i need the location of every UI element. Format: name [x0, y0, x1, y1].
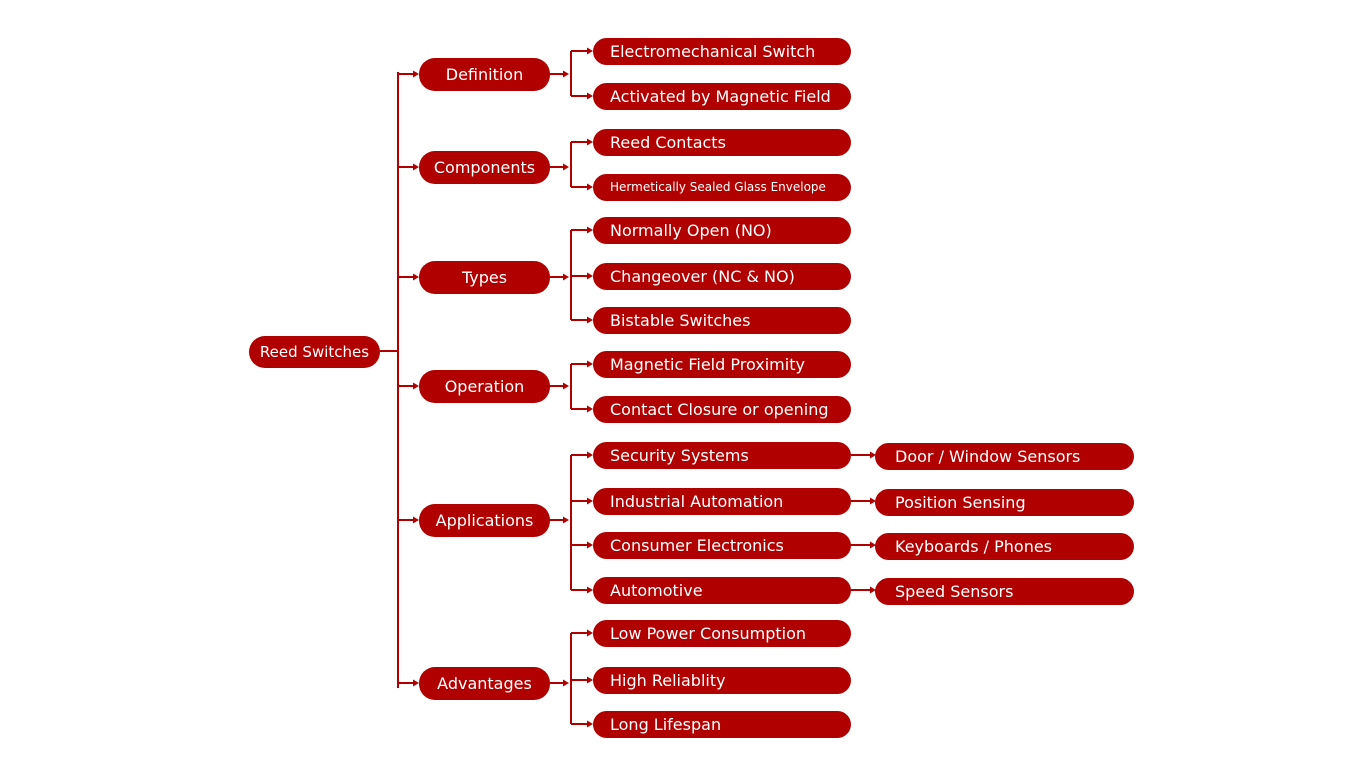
leaf-node[interactable]: Low Power Consumption	[593, 619, 851, 647]
arrowhead-icon	[587, 720, 593, 728]
sub-leaf-node[interactable]: Speed Sensors	[875, 577, 1134, 605]
category-operation[interactable]: Operation	[419, 369, 550, 403]
arrowhead-icon	[413, 273, 419, 281]
leaf-node[interactable]: Automotive	[593, 576, 851, 604]
arrowhead-icon	[587, 497, 593, 505]
category-definition[interactable]: Definition	[419, 57, 550, 91]
arrowhead-icon	[587, 92, 593, 100]
arrowhead-icon	[587, 272, 593, 280]
arrowhead-icon	[870, 586, 876, 594]
category-advantages[interactable]: Advantages	[419, 666, 550, 700]
arrowhead-icon	[563, 679, 569, 687]
leaf-node[interactable]: Industrial Automation	[593, 487, 851, 515]
arrowhead-icon	[563, 382, 569, 390]
arrowhead-icon	[587, 226, 593, 234]
leaf-node[interactable]: Security Systems	[593, 441, 851, 469]
leaf-node[interactable]: Consumer Electronics	[593, 531, 851, 559]
arrowhead-icon	[587, 676, 593, 684]
arrowhead-icon	[587, 629, 593, 637]
arrowhead-icon	[587, 541, 593, 549]
root-node[interactable]: Reed Switches	[249, 336, 380, 368]
leaf-node[interactable]: Reed Contacts	[593, 128, 851, 156]
arrowhead-icon	[870, 497, 876, 505]
arrowhead-icon	[413, 163, 419, 171]
arrowhead-icon	[587, 183, 593, 191]
sub-leaf-node[interactable]: Position Sensing	[875, 488, 1134, 516]
leaf-node[interactable]: Bistable Switches	[593, 306, 851, 334]
sub-leaf-node[interactable]: Keyboards / Phones	[875, 532, 1134, 560]
leaf-node[interactable]: Electromechanical Switch	[593, 37, 851, 65]
arrowhead-icon	[587, 138, 593, 146]
arrowhead-icon	[413, 516, 419, 524]
arrowhead-icon	[587, 316, 593, 324]
category-components[interactable]: Components	[419, 150, 550, 184]
category-applications[interactable]: Applications	[419, 503, 550, 537]
arrowhead-icon	[870, 541, 876, 549]
arrowhead-icon	[413, 70, 419, 78]
arrowhead-icon	[413, 382, 419, 390]
leaf-node[interactable]: Long Lifespan	[593, 710, 851, 738]
arrowhead-icon	[563, 70, 569, 78]
leaf-node[interactable]: Activated by Magnetic Field	[593, 82, 851, 110]
sub-leaf-node[interactable]: Door / Window Sensors	[875, 442, 1134, 470]
arrowhead-icon	[563, 273, 569, 281]
leaf-node[interactable]: Contact Closure or opening	[593, 395, 851, 423]
leaf-node[interactable]: Magnetic Field Proximity	[593, 350, 851, 378]
arrowhead-icon	[413, 679, 419, 687]
arrowhead-icon	[563, 163, 569, 171]
arrowhead-icon	[587, 586, 593, 594]
arrowhead-icon	[587, 405, 593, 413]
arrowhead-icon	[870, 451, 876, 459]
leaf-node[interactable]: Changeover (NC & NO)	[593, 262, 851, 290]
arrowhead-icon	[587, 47, 593, 55]
arrowhead-icon	[587, 360, 593, 368]
leaf-node[interactable]: Normally Open (NO)	[593, 216, 851, 244]
category-types[interactable]: Types	[419, 260, 550, 294]
leaf-node[interactable]: High Reliablity	[593, 666, 851, 694]
leaf-node[interactable]: Hermetically Sealed Glass Envelope	[593, 173, 851, 201]
arrowhead-icon	[587, 451, 593, 459]
arrowhead-icon	[563, 516, 569, 524]
